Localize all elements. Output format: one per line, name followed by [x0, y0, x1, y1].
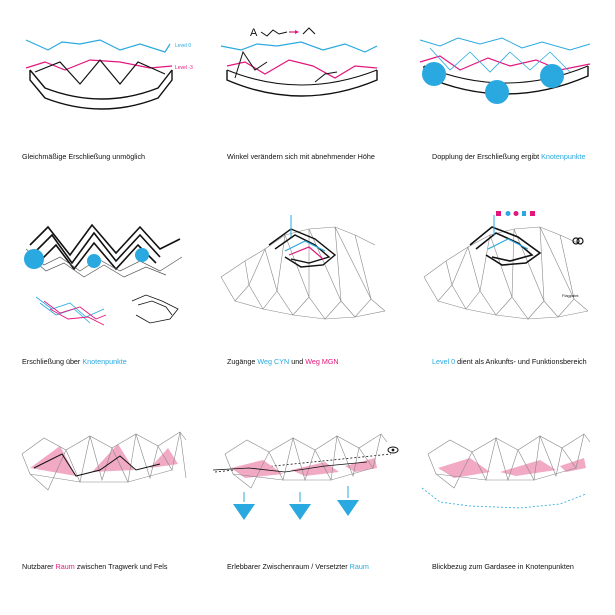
panel-2-diagram: A — [220, 27, 378, 97]
node-right — [540, 64, 564, 88]
panel-2: A Winkel verändern sich mit abnehmender … — [205, 0, 410, 205]
node-left — [422, 62, 446, 86]
panel-7: Nutzbarer Raum zwischen Tragwerk und Fel… — [0, 410, 205, 615]
panel-8-caption: Erlebbarer Zwischenraum / Versetzter Rau… — [227, 562, 369, 571]
panel-4: Erschließung über Knotenpunkte — [0, 205, 205, 410]
panel-6-caption: Level 0 dient als Ankunfts- und Funktion… — [432, 357, 587, 366]
panel-1-caption: Gleichmäßige Erschließung unmöglich — [22, 152, 146, 161]
panel-6-diagram: Flagpoint — [423, 211, 589, 320]
panel-5-caption: Zugänge Weg CYN und Weg MGN — [227, 357, 339, 366]
view-cone-2 — [289, 504, 311, 520]
panel-5: Zugänge Weg CYN und Weg MGN — [205, 205, 410, 410]
access-icons — [496, 211, 535, 216]
panel-7-diagram — [21, 431, 187, 491]
panel-3-diagram — [419, 37, 591, 104]
panel-3-caption: Dopplung der Erschließung ergibt Knotenp… — [432, 152, 586, 161]
panel-1: Level 0 Level -3 Gleichmäßige Erschließu… — [0, 0, 205, 205]
panel-5-diagram — [220, 215, 386, 320]
flagpoint-label: Flagpoint — [562, 293, 579, 298]
panel-6: Flagpoint Level 0 dient als Ankunfts- un… — [410, 205, 615, 410]
panel-1-diagram: Level 0 Level -3 — [25, 39, 193, 110]
letter-a: A — [250, 27, 258, 39]
view-cone-3 — [337, 500, 359, 516]
panel-7-caption: Nutzbarer Raum zwischen Tragwerk und Fel… — [22, 562, 168, 571]
eye-icon — [387, 446, 399, 454]
view-cone-1 — [233, 504, 255, 520]
panel-4-diagram — [24, 223, 183, 326]
panel-8: Erlebbarer Zwischenraum / Versetzter Rau… — [205, 410, 410, 615]
panel-8-diagram — [212, 433, 399, 520]
panel-9: Blickbezug zum Gardasee in Knotenpunkten — [410, 410, 615, 615]
panel-4-caption: Erschließung über Knotenpunkte — [22, 357, 127, 366]
node-center — [485, 80, 509, 104]
panel-2-caption: Winkel verändern sich mit abnehmender Hö… — [227, 152, 375, 161]
panel-9-caption: Blickbezug zum Gardasee in Knotenpunkten — [432, 562, 574, 571]
panel-9-diagram — [421, 433, 591, 509]
level-3-label: Level -3 — [175, 65, 193, 71]
panel-3: Dopplung der Erschließung ergibt Knotenp… — [410, 0, 615, 205]
level-0-label: Level 0 — [175, 43, 191, 49]
